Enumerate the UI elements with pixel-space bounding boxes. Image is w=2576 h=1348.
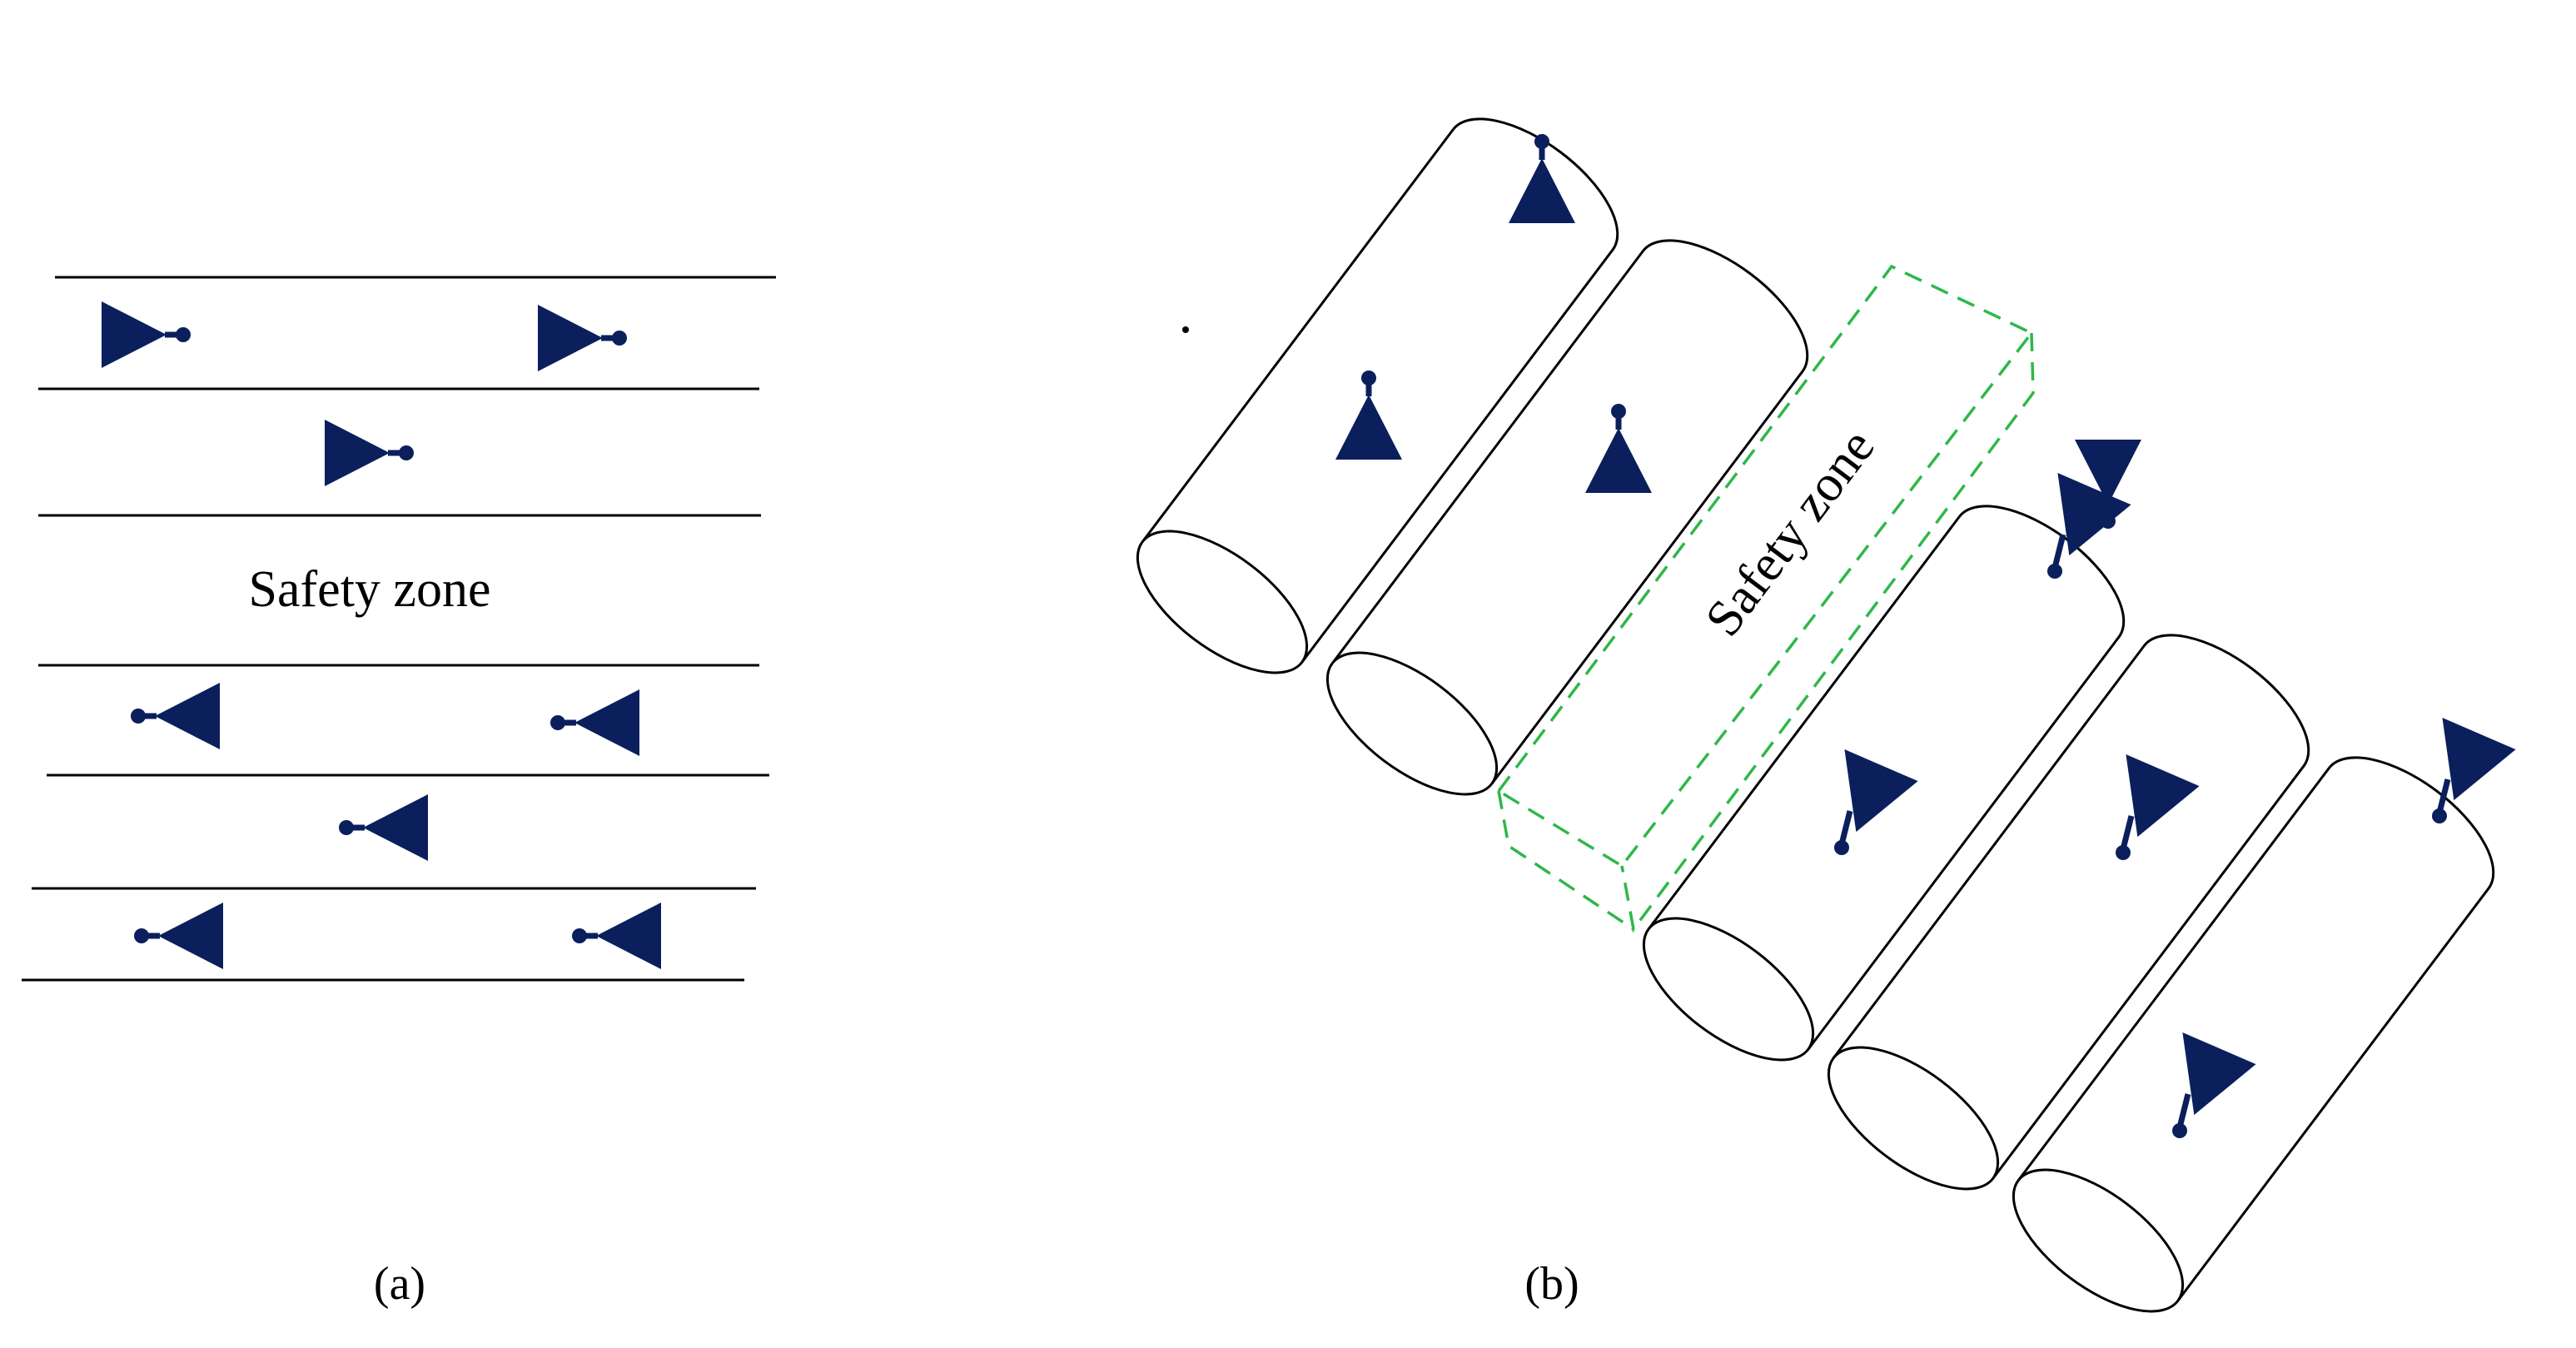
panel-b: Safety zone (b) — [1136, 117, 2516, 1313]
marker-icon — [550, 689, 639, 756]
panel-a-caption: (a) — [374, 1258, 425, 1310]
cylinder — [2012, 756, 2495, 1313]
marker-icon — [325, 420, 414, 486]
stray-dot — [1182, 326, 1189, 333]
marker-icon — [2182, 1032, 2256, 1116]
marker-icon — [134, 903, 223, 969]
markers-right — [102, 301, 627, 486]
marker-icon — [2057, 473, 2131, 556]
lane-lines — [22, 276, 776, 982]
marker-icon — [102, 301, 191, 368]
marker-icon — [572, 903, 661, 969]
marker-icon — [1844, 749, 1918, 833]
cylinder — [1325, 239, 1809, 796]
marker-icon — [339, 794, 428, 861]
safety-zone-label-a: Safety zone — [249, 561, 491, 618]
marker-icon — [131, 683, 220, 749]
cylinder — [1827, 634, 2310, 1191]
panel-a: Safety zone (a) — [22, 276, 776, 1310]
marker-icon — [2126, 754, 2200, 838]
cylinder — [1136, 117, 1619, 674]
markers-right-b — [1834, 473, 2516, 1138]
marker-icon — [2442, 718, 2516, 801]
markers-left — [131, 683, 661, 969]
marker-icon — [538, 305, 627, 371]
panel-b-caption: (b) — [1524, 1258, 1579, 1310]
safety-zone-box — [1496, 264, 2035, 933]
